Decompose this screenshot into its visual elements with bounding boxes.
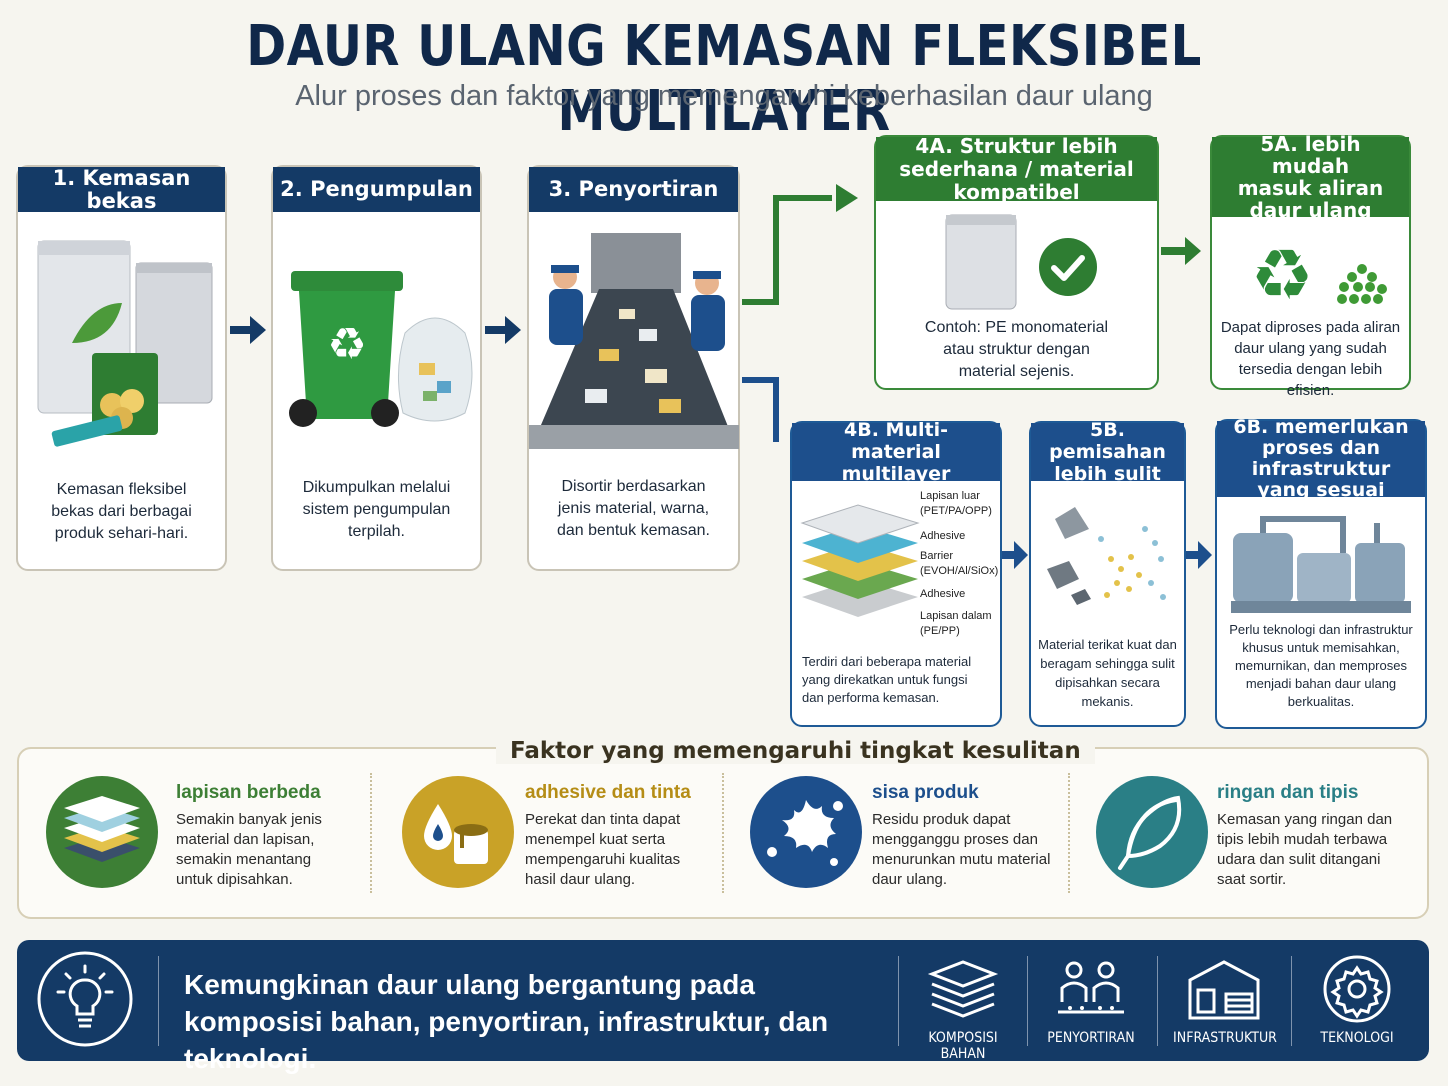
factor-icon-circle: [402, 776, 514, 888]
factor-description: Perekat dan tinta dapat menempel kuat se…: [525, 811, 681, 888]
svg-text:♻: ♻: [1251, 234, 1314, 316]
factor-title: sisa produk: [872, 782, 979, 803]
card-description: Perlu teknologi dan infrastruktur khusus…: [1229, 622, 1413, 709]
fragments-icon: [1047, 507, 1166, 605]
branch-arrow-b-icon: [742, 377, 779, 442]
arrow-right-icon: [230, 316, 266, 344]
gear-icon: [1323, 955, 1391, 1023]
splash-icon: [767, 800, 843, 866]
divider: [722, 773, 724, 893]
divider: [1291, 956, 1292, 1046]
footer-icon-label: PENYORTIRAN: [1047, 1030, 1135, 1046]
layer-label: Lapisan dalam (PE/PP): [920, 610, 992, 637]
card-title: 5B. pemisahan lebih sulit: [1031, 419, 1184, 485]
footer-message: Kemungkinan daur ulang bergantung pada k…: [184, 969, 829, 1074]
factory-icon: [1188, 960, 1260, 1020]
card-title: 4A. Struktur lebih sederhana / material …: [876, 134, 1157, 203]
pellets-icon: [1337, 264, 1387, 304]
page-subtitle: Alur proses dan faktor yang memengaruhi …: [295, 80, 1153, 112]
card-description: Material terikat kuat dan beragam sehing…: [1038, 637, 1177, 709]
arrow-right-icon: [1186, 541, 1212, 569]
step-title: 3. Penyortiran: [529, 167, 738, 212]
page-title: DAUR ULANG KEMASAN FLEKSIBEL MULTILAYER: [246, 14, 1202, 144]
factor-icon-circle: [750, 776, 862, 888]
card-description: Dapat diproses pada aliran daur ulang ya…: [1220, 319, 1401, 399]
card-description: Contoh: PE monomaterial atau struktur de…: [924, 319, 1109, 380]
factor-description: Residu produk dapat mengganggu proses da…: [872, 811, 1051, 888]
lightbulb-icon: [37, 951, 133, 1047]
divider: [1068, 773, 1070, 893]
card-6b-infrastructure: 6B. memerlukan proses dan infrastruktur …: [1215, 417, 1427, 729]
layers-icon: [64, 796, 140, 862]
arrow-right-icon: [1002, 541, 1028, 569]
step-card-pengumpulan: 2. Pengumpulan ♻ Dikumpulkan melalui sis…: [271, 165, 482, 571]
layer-stack-icon: [800, 504, 920, 617]
factor-title: ringan dan tipis: [1217, 782, 1359, 803]
layers-outline-icon: [927, 960, 999, 1018]
step-card-penyortiran: 3. Penyortiran Disortir berdasarkan jeni…: [527, 165, 740, 571]
card-title: 4B. Multi-material multilayer: [792, 419, 1000, 485]
arrow-right-icon: [485, 316, 521, 344]
ink-drop-icon: [424, 804, 488, 864]
recycle-symbol-icon: ♻: [1251, 234, 1314, 316]
checkmark-icon: [1039, 238, 1097, 296]
divider: [898, 956, 899, 1046]
layer-label: Adhesive: [920, 530, 966, 542]
people-sorting-icon: [1058, 961, 1124, 1014]
card-4a-simple-structure: 4A. Struktur lebih sederhana / material …: [874, 134, 1159, 390]
card-title: 5A. lebih mudah masuk aliran daur ulang: [1212, 133, 1409, 221]
card-title: 6B. memerlukan proses dan infrastruktur …: [1217, 417, 1425, 501]
step-description: Dikumpulkan melalui sistem pengumpulan t…: [302, 479, 451, 540]
divider: [1027, 956, 1028, 1046]
factor-description: Semakin banyak jenis material dan lapisa…: [176, 811, 322, 888]
layer-label: Barrier (EVOH/Al/SiOx): [920, 550, 999, 577]
layer-labels: Lapisan luar (PET/PA/OPP) Adhesive Barri…: [920, 489, 1002, 639]
footer-icon-label: TEKNOLOGI: [1320, 1030, 1394, 1046]
card-5a-easier-recycling: 5A. lebih mudah masuk aliran daur ulang …: [1210, 133, 1411, 399]
used-packaging-icon: [37, 240, 213, 447]
mono-pouch-icon: [945, 214, 1017, 310]
divider: [158, 956, 159, 1046]
factors-title: Faktor yang memengaruhi tingkat kesulita…: [496, 738, 1095, 764]
factor-icon-circle: [1096, 776, 1208, 888]
card-4b-multi-material: 4B. Multi-material multilayer Lapisan lu…: [790, 419, 1002, 727]
footer-icon-label: KOMPOSISI BAHAN: [928, 1030, 998, 1062]
svg-text:♻: ♻: [327, 319, 366, 370]
sorting-conveyor-icon: [529, 233, 739, 449]
step-title: 2. Pengumpulan: [273, 167, 480, 212]
factor-description: Kemasan yang ringan dan tipis lebih muda…: [1217, 811, 1393, 888]
recycling-bin-icon: ♻: [289, 271, 473, 427]
layer-label: Adhesive: [920, 588, 966, 600]
factor-title: lapisan berbeda: [176, 782, 321, 803]
layer-label: Lapisan luar (PET/PA/OPP): [920, 490, 992, 517]
step-description: Disortir berdasarkan jenis material, war…: [557, 478, 710, 539]
step-title: 1. Kemasan bekas: [18, 166, 225, 212]
factor-title: adhesive dan tinta: [525, 782, 691, 803]
card-description: Terdiri dari beberapa material yang dire…: [802, 654, 972, 705]
divider: [1157, 956, 1158, 1046]
footer-banner: [17, 940, 1429, 1061]
footer-icon-label: INFRASTRUKTUR: [1173, 1030, 1277, 1046]
arrow-right-icon: [1161, 237, 1201, 265]
processing-machine-icon: [1231, 516, 1411, 613]
step-description: Kemasan fleksibel bekas dari berbagai pr…: [51, 481, 192, 542]
feather-icon: [1118, 795, 1182, 870]
step-card-kemasan-bekas: 1. Kemasan bekas Kemasan fleksibel bekas…: [16, 165, 227, 571]
card-5b-separation-difficult: 5B. pemisahan lebih sulit Material terik…: [1029, 419, 1186, 727]
branch-arrow-a-icon: [742, 184, 858, 305]
divider: [370, 773, 372, 893]
factor-icon-circle: [46, 776, 158, 888]
